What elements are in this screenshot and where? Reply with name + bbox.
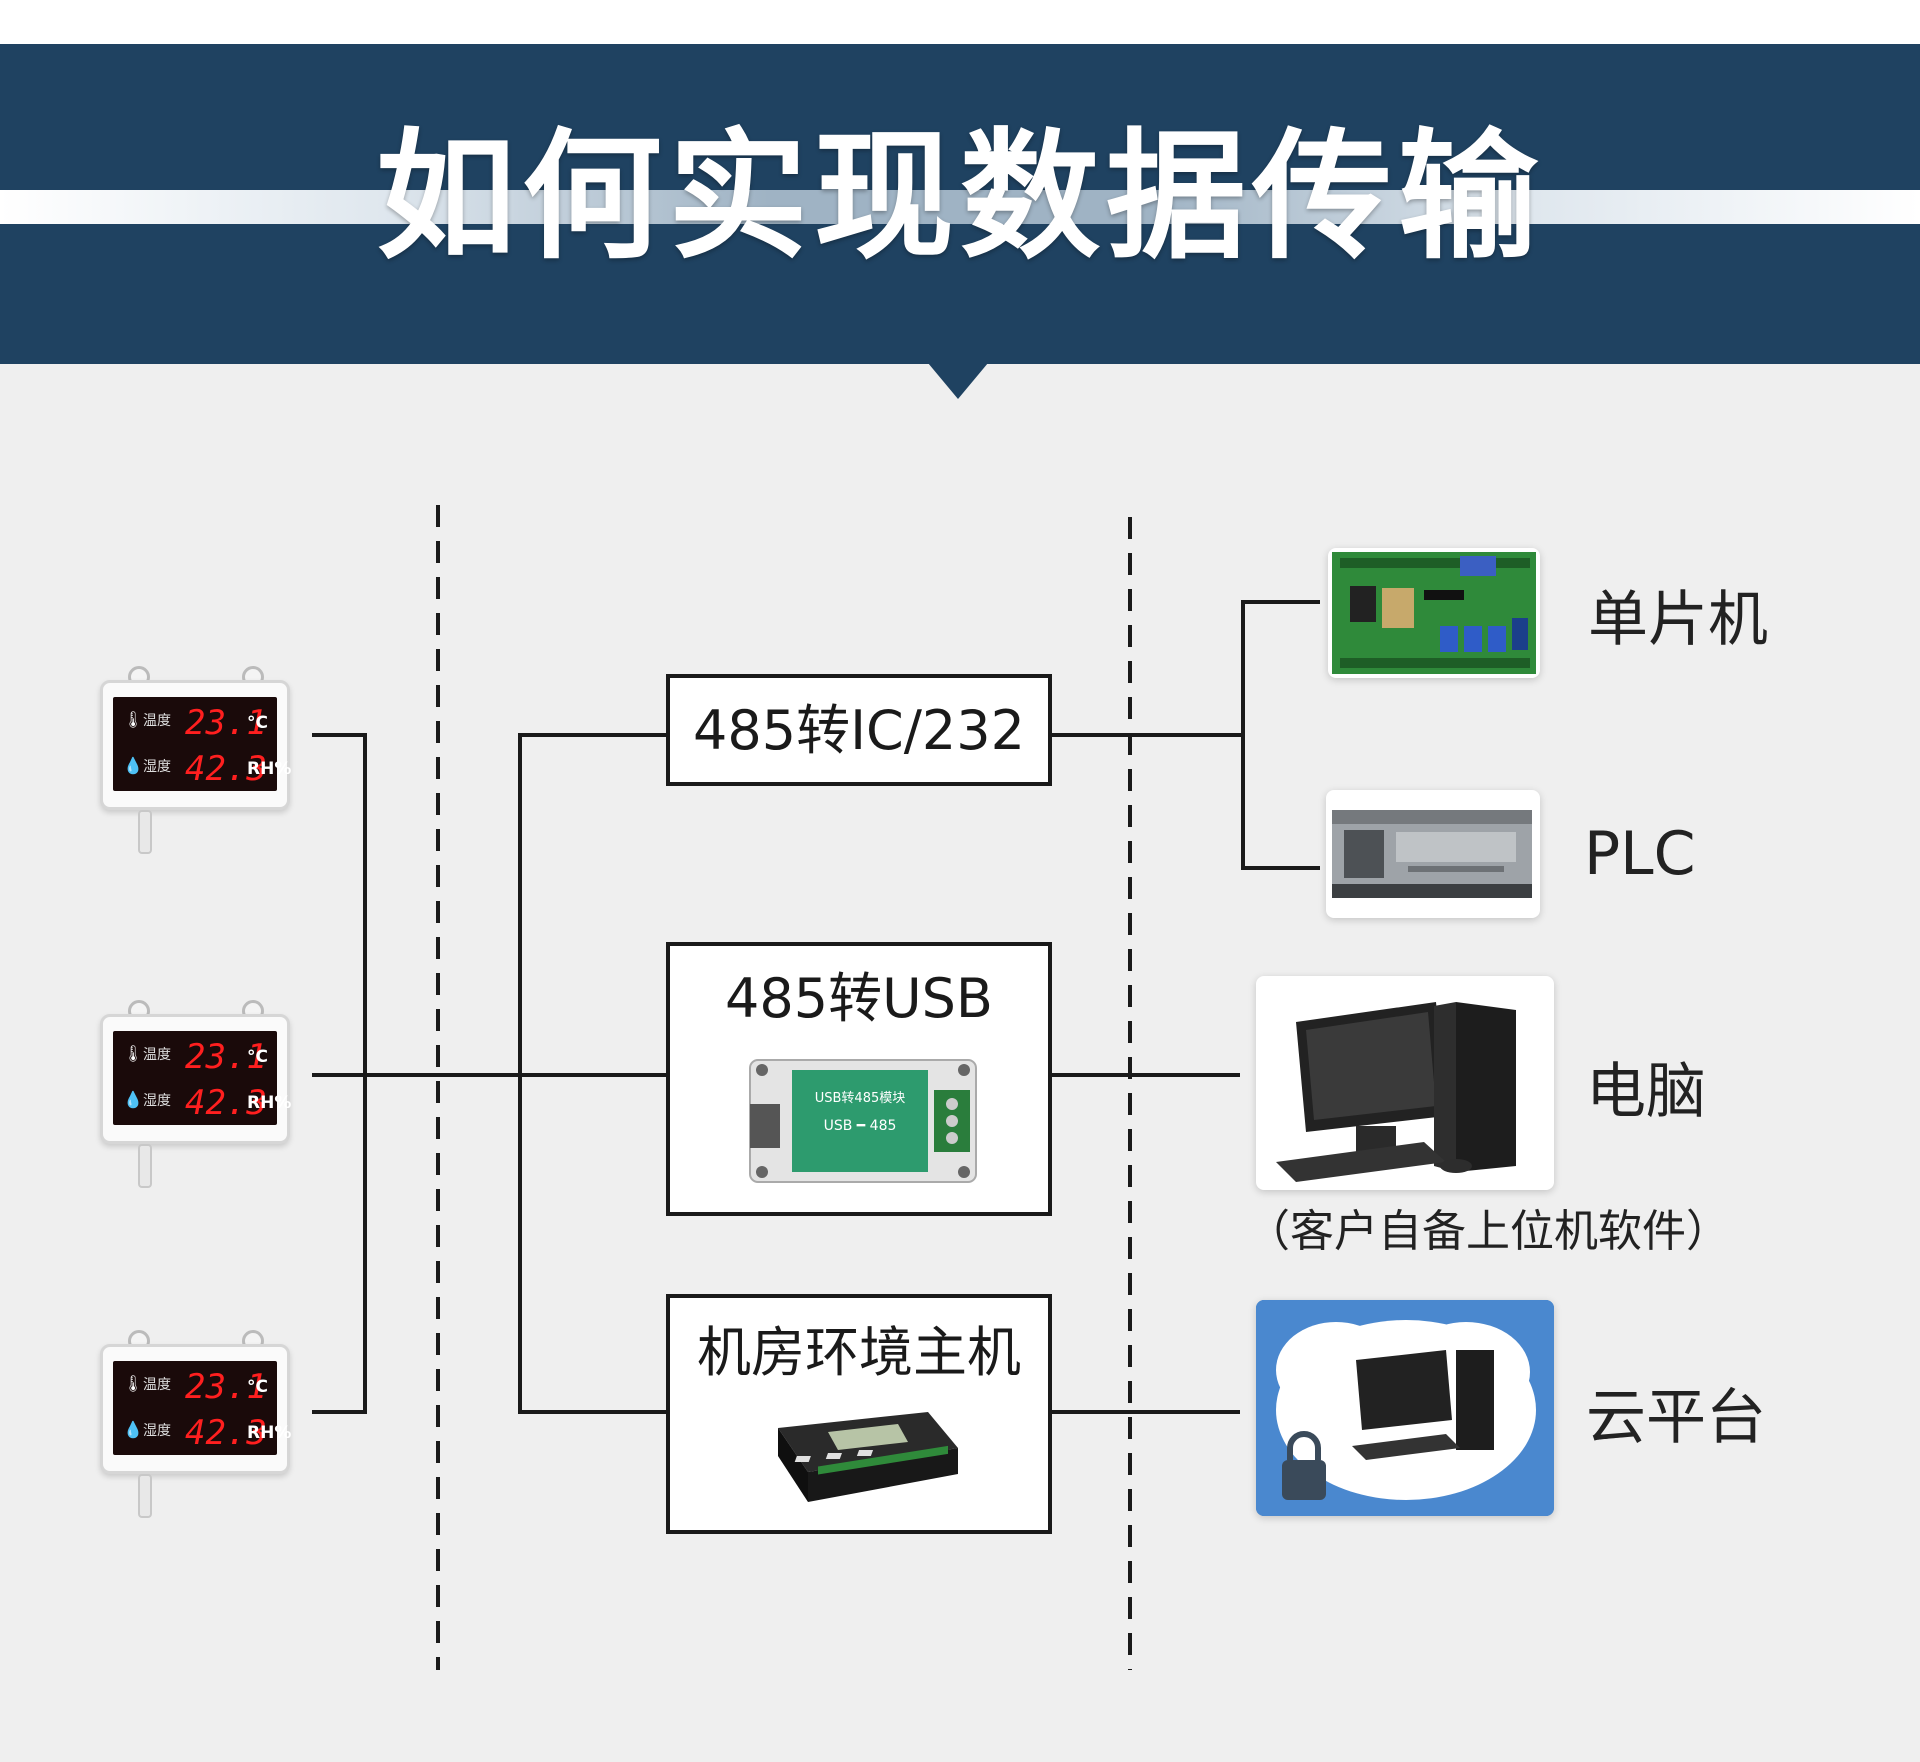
usb-converter-label: 485转USB — [725, 967, 993, 1030]
page-title: 如何实现数据传输 — [375, 116, 1544, 279]
plc-image — [1326, 790, 1540, 918]
host-converter-box: 机房环境主机 — [666, 1294, 1052, 1534]
mcu-board-image — [1328, 548, 1540, 678]
temp-row: 🌡 温度 23.1 °C — [119, 1035, 275, 1077]
cloud-platform-image — [1256, 1300, 1554, 1516]
header-stripe — [0, 190, 1920, 224]
computer-note: （客户自备上位机软件） — [1246, 1206, 1730, 1257]
module-subtitle: USB ━ 485 — [824, 1118, 897, 1134]
sensor-probe — [138, 810, 152, 854]
circuit-board-icon — [1332, 552, 1536, 674]
humidity-value: 42.3 — [185, 749, 267, 789]
humidity-row: 💧 湿度 42.3 RH% — [119, 747, 291, 789]
humidity-row: 💧 湿度 42.3 RH% — [119, 1411, 291, 1453]
humidity-row: 💧 湿度 42.3 RH% — [119, 1081, 291, 1123]
header-pointer — [928, 363, 988, 399]
thermometer-icon: 🌡 — [123, 1044, 144, 1063]
droplet-icon: 💧 — [123, 756, 143, 775]
temp-unit: °C — [247, 1377, 268, 1397]
cloud-label: 云平台 — [1586, 1383, 1766, 1453]
sensor-display-2: 🌡 温度 23.1 °C 💧 湿度 42.3 RH% — [100, 1000, 291, 1230]
host-converter-label: 机房环境主机 — [697, 1321, 1021, 1384]
mcu-label: 单片机 — [1588, 585, 1768, 655]
sensor-probe — [138, 1474, 152, 1518]
display-casing: 🌡 温度 23.1 °C 💧 湿度 42.3 RH% — [100, 680, 291, 810]
temp-value: 23.1 — [185, 1037, 267, 1077]
sensor-probe — [138, 1144, 152, 1188]
humidity-label: 湿度 — [143, 759, 171, 775]
temp-label: 温度 — [143, 1047, 171, 1063]
temp-row: 🌡 温度 23.1 °C — [119, 1365, 275, 1407]
droplet-icon: 💧 — [123, 1420, 143, 1439]
humidity-value: 42.3 — [185, 1413, 267, 1453]
temp-unit: °C — [247, 1047, 268, 1067]
ic232-converter-label: 485转IC/232 — [693, 699, 1025, 762]
environment-host-icon — [778, 1412, 958, 1502]
display-casing: 🌡 温度 23.1 °C 💧 湿度 42.3 RH% — [100, 1014, 291, 1144]
humidity-value: 42.3 — [185, 1083, 267, 1123]
thermometer-icon: 🌡 — [123, 1374, 144, 1393]
humidity-unit: RH% — [247, 759, 292, 779]
display-casing: 🌡 温度 23.1 °C 💧 湿度 42.3 RH% — [100, 1344, 291, 1474]
sensor-display-3: 🌡 温度 23.1 °C 💧 湿度 42.3 RH% — [100, 1330, 291, 1560]
led-screen: 🌡 温度 23.1 °C 💧 湿度 42.3 RH% — [113, 697, 291, 791]
plc-label: PLC — [1584, 819, 1696, 889]
led-screen: 🌡 温度 23.1 °C 💧 湿度 42.3 RH% — [113, 1361, 291, 1455]
module-title: USB转485模块 — [815, 1091, 906, 1106]
usb-converter-box: 485转USB USB转485模块 USB ━ 485 — [666, 942, 1052, 1216]
sensor-display-1: 🌡 温度 23.1 °C 💧 湿度 42.3 RH% — [100, 666, 291, 896]
droplet-icon: 💧 — [123, 1090, 143, 1109]
ic232-converter-box: 485转IC/232 — [666, 674, 1052, 786]
cloud-computer-icon — [1256, 1300, 1554, 1516]
usb-485-module-icon: USB转485模块 USB ━ 485 — [749, 1059, 977, 1183]
computer-image — [1256, 976, 1554, 1190]
computer-label: 电脑 — [1586, 1057, 1706, 1127]
led-screen: 🌡 温度 23.1 °C 💧 湿度 42.3 RH% — [113, 1031, 291, 1125]
humidity-label: 湿度 — [143, 1423, 171, 1439]
humidity-label: 湿度 — [143, 1093, 171, 1109]
humidity-unit: RH% — [247, 1093, 292, 1113]
mcu-plc-bracket — [1241, 600, 1320, 870]
thermometer-icon: 🌡 — [123, 710, 144, 729]
temp-label: 温度 — [143, 1377, 171, 1393]
top-margin — [0, 0, 1920, 44]
temp-label: 温度 — [143, 713, 171, 729]
temp-unit: °C — [247, 713, 268, 733]
desktop-computer-icon — [1276, 1002, 1516, 1182]
temp-value: 23.1 — [185, 1367, 267, 1407]
temp-value: 23.1 — [185, 703, 267, 743]
temp-row: 🌡 温度 23.1 °C — [119, 701, 275, 743]
plc-icon — [1332, 810, 1532, 898]
humidity-unit: RH% — [247, 1423, 292, 1443]
